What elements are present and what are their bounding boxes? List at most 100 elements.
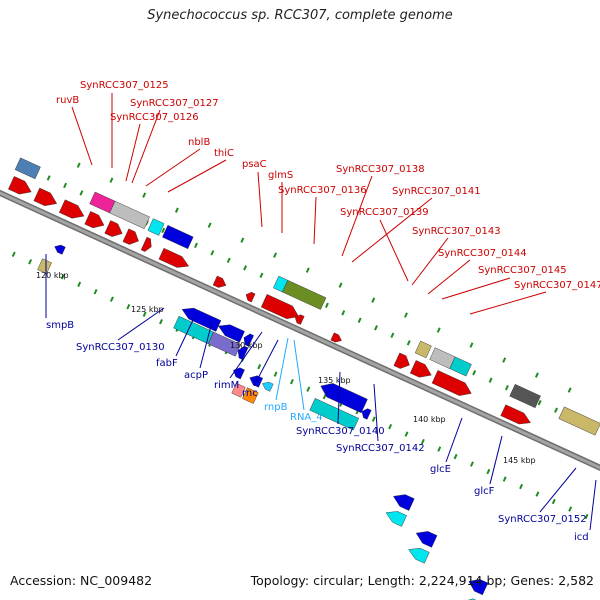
guide-mark-reverse [437, 446, 442, 452]
reverse-feature-10 [262, 381, 274, 392]
reverse-feature-18-shape [415, 531, 438, 548]
guide-mark-reverse [584, 513, 589, 520]
forward-gene-label-leader [469, 291, 547, 315]
reverse-gene-label: smpB [46, 320, 74, 331]
forward-gene-label: SynRCC307_0139 [340, 207, 429, 218]
guide-mark-reverse [306, 386, 311, 392]
guide-mark-outer [502, 357, 507, 363]
forward-cds-4 [104, 220, 123, 237]
reverse-feature-4-shape [243, 333, 254, 347]
forward-gene-label: glmS [268, 170, 293, 181]
reverse-feature-3-shape [218, 324, 245, 343]
guide-mark-forward [243, 265, 248, 271]
forward-gene-label: thiC [214, 148, 234, 159]
reverse-feature-18 [415, 531, 438, 548]
forward-gene-label: ruvB [56, 95, 79, 106]
forward-feature-3 [147, 218, 165, 236]
reverse-feature-13-shape [320, 383, 368, 414]
guide-mark-forward [226, 257, 231, 264]
forward-feature-4-shape [162, 225, 194, 250]
forward-cds-12-shape [409, 360, 432, 378]
reverse-feature-14-shape [309, 398, 360, 431]
guide-mark-outer [109, 177, 114, 183]
reverse-gene-label-leader [199, 321, 213, 369]
reverse-feature-1 [37, 258, 52, 275]
forward-cds-0-shape [8, 176, 32, 195]
reverse-gene-label: SynRCC307_0140 [296, 426, 385, 437]
guide-mark-outer [76, 162, 81, 168]
reverse-feature-9 [249, 375, 264, 388]
guide-mark-forward [161, 227, 166, 234]
reverse-gene-label-leader [539, 467, 577, 513]
guide-mark-reverse [109, 296, 114, 302]
forward-gene-label: SynRCC307_0145 [478, 265, 567, 276]
forward-cds-4-shape [104, 220, 123, 237]
guide-mark-reverse [28, 259, 33, 265]
reverse-feature-19-shape [408, 547, 430, 564]
forward-gene-label-leader [351, 197, 433, 263]
forward-cds-14 [500, 404, 531, 425]
reverse-gene-label: SynRCC307_0142 [336, 443, 425, 454]
guide-mark-forward [210, 250, 215, 256]
forward-feature-2 [109, 200, 150, 230]
forward-gene-label: SynRCC307_0125 [80, 80, 169, 91]
forward-feature-9 [449, 356, 472, 377]
forward-gene-label: nblB [188, 137, 210, 148]
forward-feature-11-shape [558, 406, 600, 436]
guide-mark-outer [371, 297, 376, 303]
reverse-feature-3 [218, 324, 245, 343]
reverse-gene-label: glcE [430, 464, 451, 475]
guide-mark-forward [259, 272, 264, 279]
accession-text: Accession: NC_009482 [10, 573, 153, 588]
forward-feature-6 [282, 279, 327, 310]
reverse-gene-label-leader [175, 317, 195, 357]
reverse-gene-label-leader [253, 339, 279, 387]
forward-gene-label: SynRCC307_0141 [392, 186, 481, 197]
forward-feature-11 [558, 406, 600, 436]
guide-mark-reverse [126, 304, 131, 310]
guide-mark-outer [240, 237, 245, 243]
guide-mark-forward [341, 310, 346, 316]
forward-cds-15 [245, 291, 256, 303]
forward-gene-label: psaC [242, 159, 267, 170]
reverse-gene-label: acpP [184, 370, 208, 381]
forward-cds-16 [294, 314, 305, 325]
rna-gene-label-leader [293, 339, 305, 411]
reverse-feature-11-shape [231, 382, 246, 398]
guide-mark-reverse [371, 416, 376, 422]
forward-feature-0 [14, 157, 41, 180]
forward-cds-8 [212, 275, 227, 288]
guide-mark-forward [324, 302, 329, 308]
forward-feature-9-shape [449, 356, 472, 377]
reverse-feature-8 [233, 367, 245, 380]
reverse-feature-6 [207, 331, 242, 357]
reverse-feature-4 [243, 333, 254, 347]
guide-mark-reverse [273, 371, 278, 377]
reverse-feature-6-shape [207, 331, 242, 357]
forward-cds-2 [59, 199, 85, 219]
forward-cds-13 [431, 370, 472, 396]
rna-gene-label-leader [275, 337, 289, 401]
reverse-feature-9-shape [249, 375, 264, 388]
reverse-gene-label-leader [589, 479, 597, 531]
guide-mark-reverse [486, 468, 491, 475]
guide-mark-reverse [519, 483, 524, 490]
guide-mark-forward [390, 332, 395, 338]
rna-gene-label: RNA_4 [290, 412, 323, 423]
reverse-gene-label: icd [574, 532, 589, 543]
genome-title: Synechococcus sp. RCC307, complete genom… [147, 8, 453, 23]
forward-feature-3-shape [147, 218, 165, 236]
guide-mark-reverse [142, 311, 147, 317]
guide-mark-reverse [420, 438, 425, 445]
guide-mark-forward [472, 370, 477, 376]
guide-mark-reverse [93, 289, 98, 295]
reverse-gene-label: rnc [242, 388, 258, 399]
guide-mark-reverse [502, 476, 507, 482]
forward-cds-16-shape [294, 314, 305, 325]
reverse-feature-0-shape [54, 244, 66, 255]
forward-cds-1-shape [33, 187, 58, 206]
reverse-feature-11 [231, 382, 246, 398]
forward-cds-11 [393, 352, 410, 369]
forward-cds-8-shape [212, 275, 227, 288]
